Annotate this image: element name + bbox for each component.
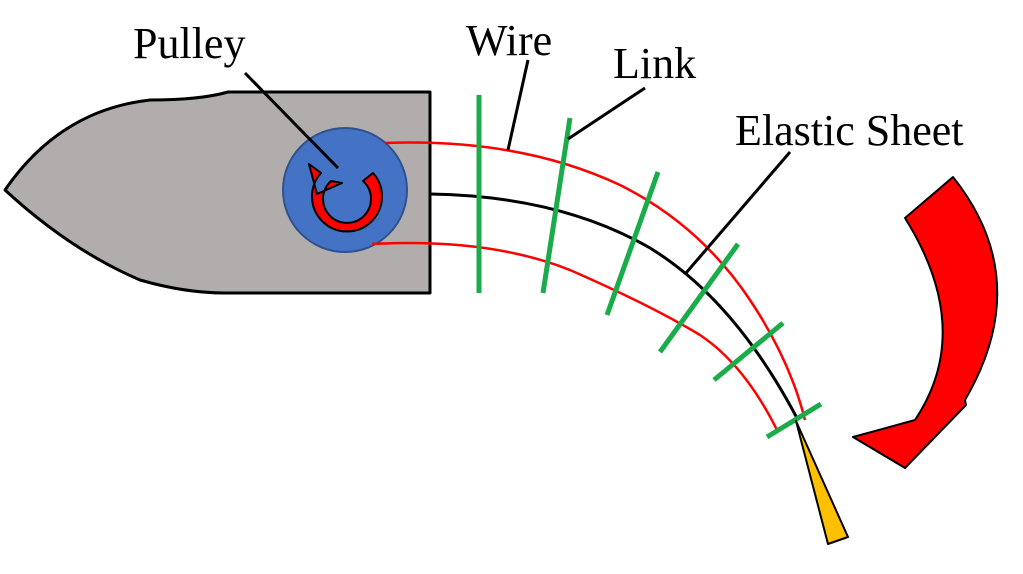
link-4 [657,242,741,354]
wire-leader-line [506,59,530,151]
link-label: Link [613,39,696,88]
pulley-rotation-icon [308,163,383,233]
link-2 [540,117,573,294]
links-group [476,95,823,440]
elastic-sheet [429,192,800,421]
wire-label: Wire [466,16,552,65]
link-5 [712,321,785,382]
elastic-sheet-leader-line [684,151,792,274]
link-6 [765,401,823,440]
pulley-leader-line [243,71,340,170]
elastic-sheet-label: Elastic Sheet [735,106,964,155]
pulley-label: Pulley [133,19,245,68]
wire-upper [384,141,807,421]
link-leader-line [567,86,646,141]
tip [795,420,849,545]
link-3 [604,171,661,316]
pulley [282,127,408,253]
bend-direction-icon [852,176,999,469]
wire-lower [371,241,780,433]
